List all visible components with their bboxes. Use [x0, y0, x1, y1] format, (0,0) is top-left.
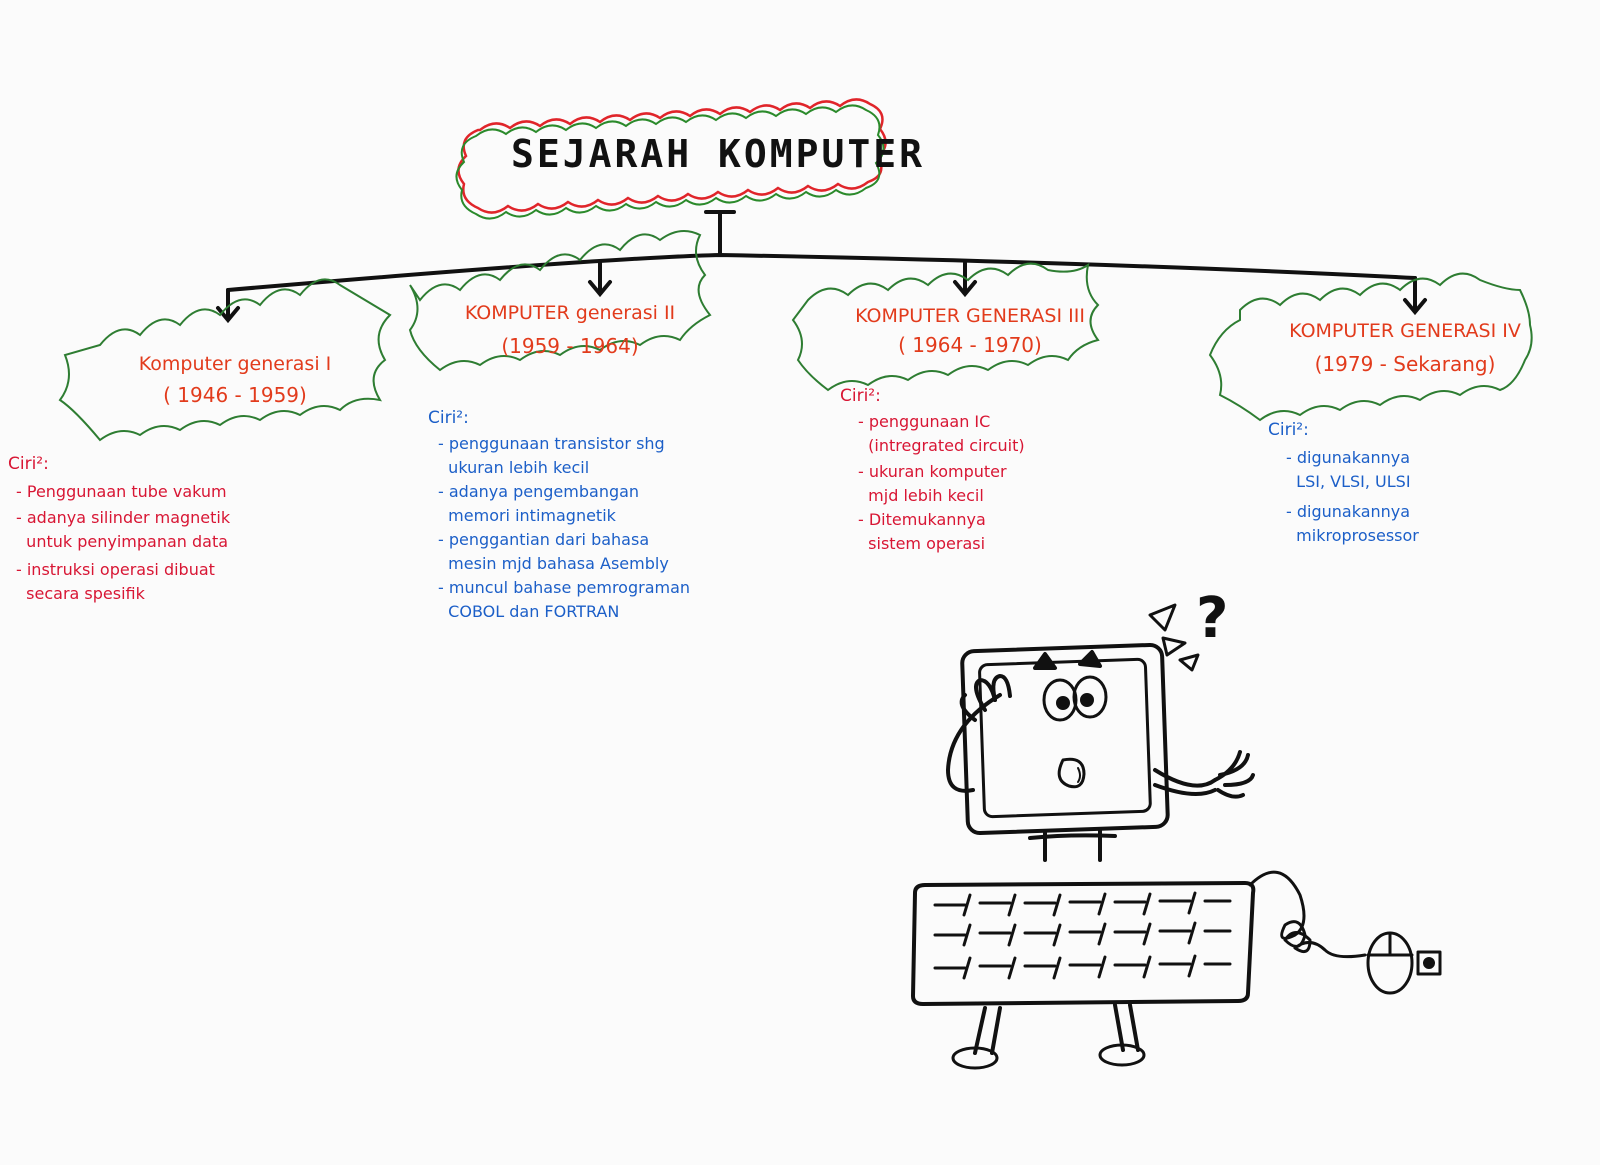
gen2-title: KOMPUTER generasi II	[464, 302, 676, 324]
gen3-item-1: - penggunaan IC (intregrated circuit)	[858, 412, 1025, 455]
gen3-item-2: - ukuran komputer mjd lebih kecil	[858, 462, 1007, 505]
gen4-item-1: - digunakannya LSI, VLSI, ULSI	[1286, 448, 1411, 491]
gen4-ciri-label: Ciri²:	[1268, 420, 1309, 440]
gen2-item-4: - muncul bahase pemrograman COBOL dan FO…	[438, 578, 691, 621]
confused-computer-icon	[911, 603, 1442, 1070]
gen1-period: ( 1946 - 1959)	[163, 383, 307, 407]
title-cloud-green	[455, 104, 885, 220]
question-mark: ?	[1196, 586, 1229, 651]
gen1-title: Komputer generasi I	[138, 353, 332, 375]
gen3-period: ( 1964 - 1970)	[898, 333, 1042, 357]
gen2-period: (1959 - 1964)	[501, 334, 639, 358]
gen1-ciri-label: Ciri²:	[8, 454, 49, 474]
gen3-title: KOMPUTER GENERASI III	[855, 305, 1085, 327]
gen4-item-2: - digunakannya mikroprosessor	[1286, 502, 1419, 545]
gen2-box	[408, 230, 712, 372]
gen1-item-1: - Penggunaan tube vakum	[16, 482, 227, 501]
gen3-item-3: - Ditemukannya sistem operasi	[858, 510, 986, 553]
gen1-item-2: - adanya silinder magnetik untuk penyimp…	[16, 508, 231, 551]
gen4-box	[1208, 272, 1533, 422]
gen2-item-3: - penggantian dari bahasa mesin mjd baha…	[438, 530, 669, 573]
gen3-box	[791, 262, 1100, 392]
gen4-title: KOMPUTER GENERASI IV	[1289, 320, 1521, 342]
gen1-box	[58, 278, 392, 442]
gen2-ciri-label: Ciri²:	[428, 408, 469, 428]
gen1-item-3: - instruksi operasi dibuat secara spesif…	[16, 560, 215, 603]
gen3-ciri-label: Ciri²:	[840, 386, 881, 406]
connector-lines	[216, 210, 1427, 324]
gen4-period: (1979 - Sekarang)	[1314, 352, 1496, 376]
title-cloud-red	[457, 98, 887, 214]
gen2-item-1: - penggunaan transistor shg ukuran lebih…	[438, 434, 665, 477]
page-title: SEJARAH KOMPUTER	[510, 132, 926, 176]
gen2-item-2: - adanya pengembangan memori intimagneti…	[438, 482, 640, 525]
